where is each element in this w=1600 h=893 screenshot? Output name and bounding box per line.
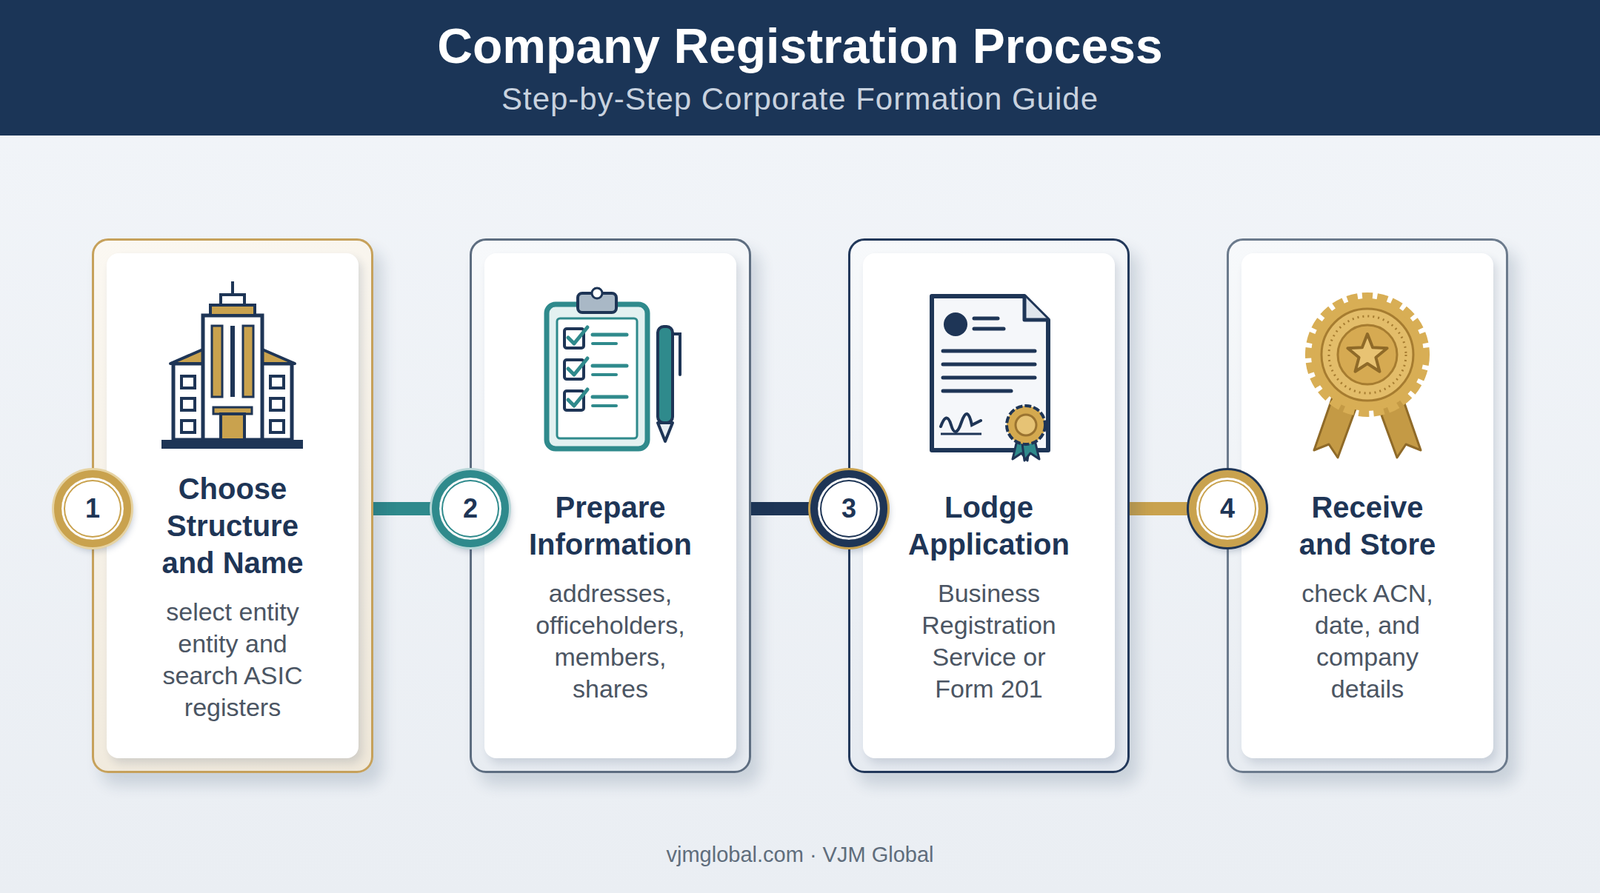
building-window bbox=[270, 420, 284, 433]
footer-credit: vjmglobal.com · VJM Global bbox=[0, 841, 1600, 869]
subtitle: Step-by-Step Corporate Formation Guide bbox=[0, 80, 1600, 118]
medal-disc bbox=[1321, 308, 1414, 401]
checkbox bbox=[564, 328, 584, 349]
clipboard-paper bbox=[557, 318, 638, 439]
step-number-badge: 4 bbox=[1188, 470, 1266, 548]
seal-ribbon bbox=[1012, 434, 1031, 461]
diagram-title: Company Registration Process bbox=[0, 16, 1600, 76]
step-description: check ACN, date, and company details bbox=[1283, 577, 1452, 706]
medal-dots bbox=[1328, 316, 1406, 394]
document-sheet bbox=[931, 296, 1049, 451]
pen-body bbox=[657, 326, 673, 423]
check-mark bbox=[568, 358, 588, 375]
step-description: addresses, officeholders, members, share… bbox=[526, 577, 695, 706]
seal-ribbon bbox=[1021, 434, 1040, 461]
building-column bbox=[230, 325, 235, 398]
signature-line bbox=[940, 433, 982, 436]
step-number-badge: 1 bbox=[54, 470, 132, 548]
step-description: select entity entity and search ASIC reg… bbox=[148, 596, 317, 724]
medal-core bbox=[1337, 325, 1398, 385]
building-icon bbox=[161, 281, 303, 449]
building-door bbox=[220, 414, 245, 440]
pen-tip bbox=[657, 422, 673, 442]
building-antenna bbox=[231, 281, 235, 295]
step-number-badge: 2 bbox=[431, 470, 509, 548]
step-card: Lodge ApplicationBusiness Registration S… bbox=[848, 238, 1130, 774]
step-number: 4 bbox=[1220, 494, 1235, 524]
document-line bbox=[942, 349, 1035, 354]
checklist-line bbox=[592, 404, 617, 408]
building-lintel bbox=[213, 407, 252, 415]
pen-clip bbox=[672, 334, 680, 375]
rosette-body bbox=[1311, 298, 1424, 412]
step-title: Lodge Application bbox=[902, 488, 1075, 563]
document-line bbox=[942, 376, 1035, 380]
signature bbox=[940, 414, 981, 432]
clipboard-board bbox=[546, 304, 648, 449]
building-base bbox=[161, 440, 303, 449]
step-card: Choose Structure and Name select entity e… bbox=[91, 238, 374, 774]
building-column bbox=[242, 325, 254, 398]
document-avatar bbox=[943, 312, 968, 337]
building-window bbox=[181, 376, 195, 389]
building-roof bbox=[170, 348, 205, 364]
building-window bbox=[181, 420, 195, 433]
building-roof bbox=[260, 348, 295, 364]
seal bbox=[1006, 405, 1046, 445]
clipboard-clip bbox=[577, 293, 617, 313]
building-tower bbox=[202, 315, 263, 440]
building-window bbox=[181, 398, 195, 411]
medal-icon bbox=[1309, 297, 1426, 458]
checklist-line bbox=[592, 342, 617, 346]
medal-star bbox=[1347, 334, 1387, 372]
rosette-edge bbox=[1309, 297, 1426, 413]
medal-rosette bbox=[1309, 297, 1426, 413]
medal-ribbon bbox=[1314, 382, 1360, 458]
step-card: Receive and Store check ACN, date, and co… bbox=[1226, 238, 1509, 774]
seal-center bbox=[1015, 414, 1037, 436]
step-number: 2 bbox=[462, 494, 478, 524]
document-line bbox=[942, 362, 1035, 367]
building-window bbox=[270, 376, 284, 389]
document-line bbox=[974, 327, 1004, 332]
checkbox bbox=[564, 360, 584, 380]
document-line bbox=[974, 317, 998, 321]
document-fold bbox=[1024, 296, 1049, 320]
document-line bbox=[942, 389, 1012, 394]
step-title: Choose Structure and Name bbox=[146, 470, 319, 582]
step-number: 1 bbox=[85, 494, 100, 524]
checklist-line bbox=[592, 333, 627, 338]
clipboard-icon bbox=[546, 288, 680, 449]
step-title: Receive and Store bbox=[1281, 488, 1454, 563]
certificate-icon bbox=[931, 296, 1049, 461]
checkbox bbox=[564, 391, 584, 411]
checklist-line bbox=[592, 373, 617, 377]
building-tier bbox=[220, 294, 245, 306]
step-description: Business Registration Service or Form 20… bbox=[905, 577, 1073, 706]
step-number: 3 bbox=[841, 494, 857, 524]
checklist-line bbox=[592, 364, 627, 369]
checklist-line bbox=[592, 395, 627, 400]
medal-ribbon bbox=[1374, 382, 1421, 458]
building-tier bbox=[210, 305, 255, 316]
building-column bbox=[211, 325, 223, 398]
building-wing bbox=[260, 363, 292, 440]
step-title: Prepare Information bbox=[524, 488, 697, 563]
step-number-badge: 3 bbox=[810, 470, 888, 548]
step-card: Prepare Information addresses, officehold… bbox=[469, 238, 752, 774]
check-mark bbox=[568, 327, 588, 344]
clipboard-clip-ring bbox=[591, 288, 603, 299]
building-wing bbox=[173, 363, 205, 440]
check-mark bbox=[568, 389, 588, 406]
building-window bbox=[270, 398, 284, 411]
